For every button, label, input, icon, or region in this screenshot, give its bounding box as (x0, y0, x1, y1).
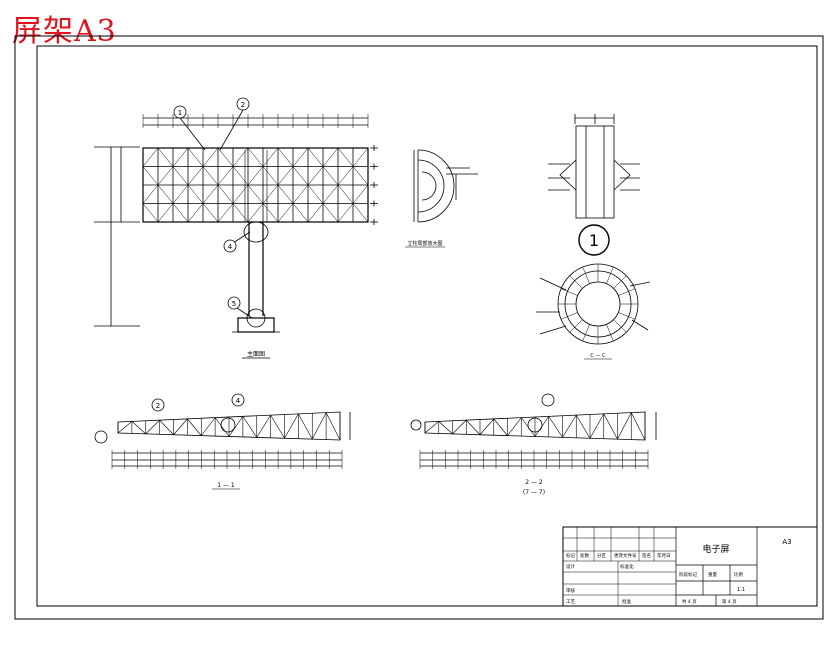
callout-section-2 (541, 393, 555, 407)
front-elevation (94, 109, 378, 333)
tb-review: 审核 (566, 587, 575, 594)
callout-1: 1 (173, 105, 187, 119)
svg-text:2: 2 (156, 402, 160, 410)
svg-text:1: 1 (178, 109, 182, 117)
section-1-caption: 1 — 1 (217, 482, 235, 489)
section-2-view (419, 411, 657, 469)
front-elevation-caption: 主面图 (247, 350, 265, 358)
tb-scale-value: 1:1 (737, 587, 745, 593)
tb-sheet-no: 第 4 页 (722, 598, 737, 605)
tb-weight: 重量 (708, 571, 717, 578)
tb-approve: 批准 (622, 598, 631, 605)
title-block (562, 526, 818, 607)
svg-text:4: 4 (228, 243, 233, 251)
tb-sheets-total: 共 4 页 (682, 598, 697, 605)
tb-process: 工艺 (566, 599, 575, 605)
callout-section-1-b: 4 (231, 393, 245, 407)
section-2-caption: 2 — 2 (525, 479, 543, 486)
tb-header-2: 处数 (580, 552, 589, 559)
tb-standardization: 标准化 (620, 563, 634, 570)
tb-header-3: 分区 (597, 552, 606, 559)
svg-text:5: 5 (232, 300, 236, 308)
tb-design: 设计 (566, 563, 575, 570)
svg-text:4: 4 (236, 397, 241, 405)
tb-scale: 比例 (734, 571, 743, 578)
node-detail-view (548, 114, 640, 219)
svg-text:2: 2 (241, 101, 245, 109)
tb-header-1: 标记 (566, 552, 575, 559)
callout-4: 4 (223, 239, 237, 253)
column-detail-view (413, 149, 478, 223)
inner-border (36, 45, 818, 607)
ring-section-caption: C — C (590, 353, 606, 359)
project-name: 电子屏 (702, 543, 729, 555)
node-number-marker: 1 (578, 224, 610, 256)
section-1-view (111, 411, 351, 469)
svg-text:1: 1 (589, 231, 599, 250)
section-2-subcaption: (7 — 7) (523, 489, 545, 496)
callout-section-1-left (94, 430, 108, 444)
callout-5: 5 (227, 296, 241, 310)
tb-header-6: 年月日 (657, 552, 671, 559)
ring-section-view (536, 263, 651, 345)
callout-section-2-left (410, 419, 422, 431)
sheet-size: A3 (782, 538, 791, 546)
callout-section-1-a: 2 (151, 398, 165, 412)
callout-2: 2 (236, 97, 250, 111)
outer-border (14, 35, 824, 620)
column-detail-caption: 立柱局部放大图 (407, 240, 442, 247)
tb-stage-mark: 阶段标记 (679, 571, 697, 578)
tb-header-5: 签名 (642, 552, 651, 559)
tb-header-4: 更改文件号 (614, 552, 637, 559)
drawing-overlay-title: 屏架A3 (12, 14, 117, 49)
